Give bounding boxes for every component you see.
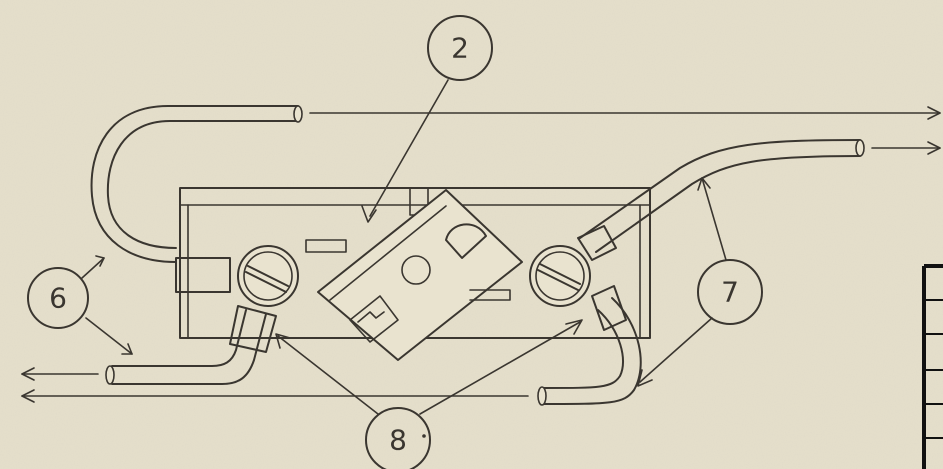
right-upper-tube bbox=[577, 139, 941, 261]
left-lower-tube bbox=[21, 305, 277, 385]
central-valve-body bbox=[305, 189, 523, 361]
right-lower-tube bbox=[21, 285, 642, 406]
upper-return-tube bbox=[90, 105, 941, 263]
callout-6: 6 bbox=[27, 255, 133, 355]
callout-2: 2 bbox=[361, 15, 493, 223]
callout-6-label: 6 bbox=[49, 282, 67, 315]
callout-7: 7 bbox=[637, 177, 763, 387]
callout-2-label: 2 bbox=[451, 32, 469, 65]
left-connector bbox=[175, 257, 231, 293]
callout-8-label: 8 bbox=[389, 424, 407, 457]
callout-8: 8 bbox=[275, 319, 583, 469]
parts-table-fragment bbox=[922, 264, 943, 469]
right-screw-head bbox=[529, 245, 591, 307]
mounting-bracket bbox=[179, 187, 651, 339]
callout-7-label: 7 bbox=[721, 276, 739, 309]
left-screw-head bbox=[237, 245, 299, 307]
